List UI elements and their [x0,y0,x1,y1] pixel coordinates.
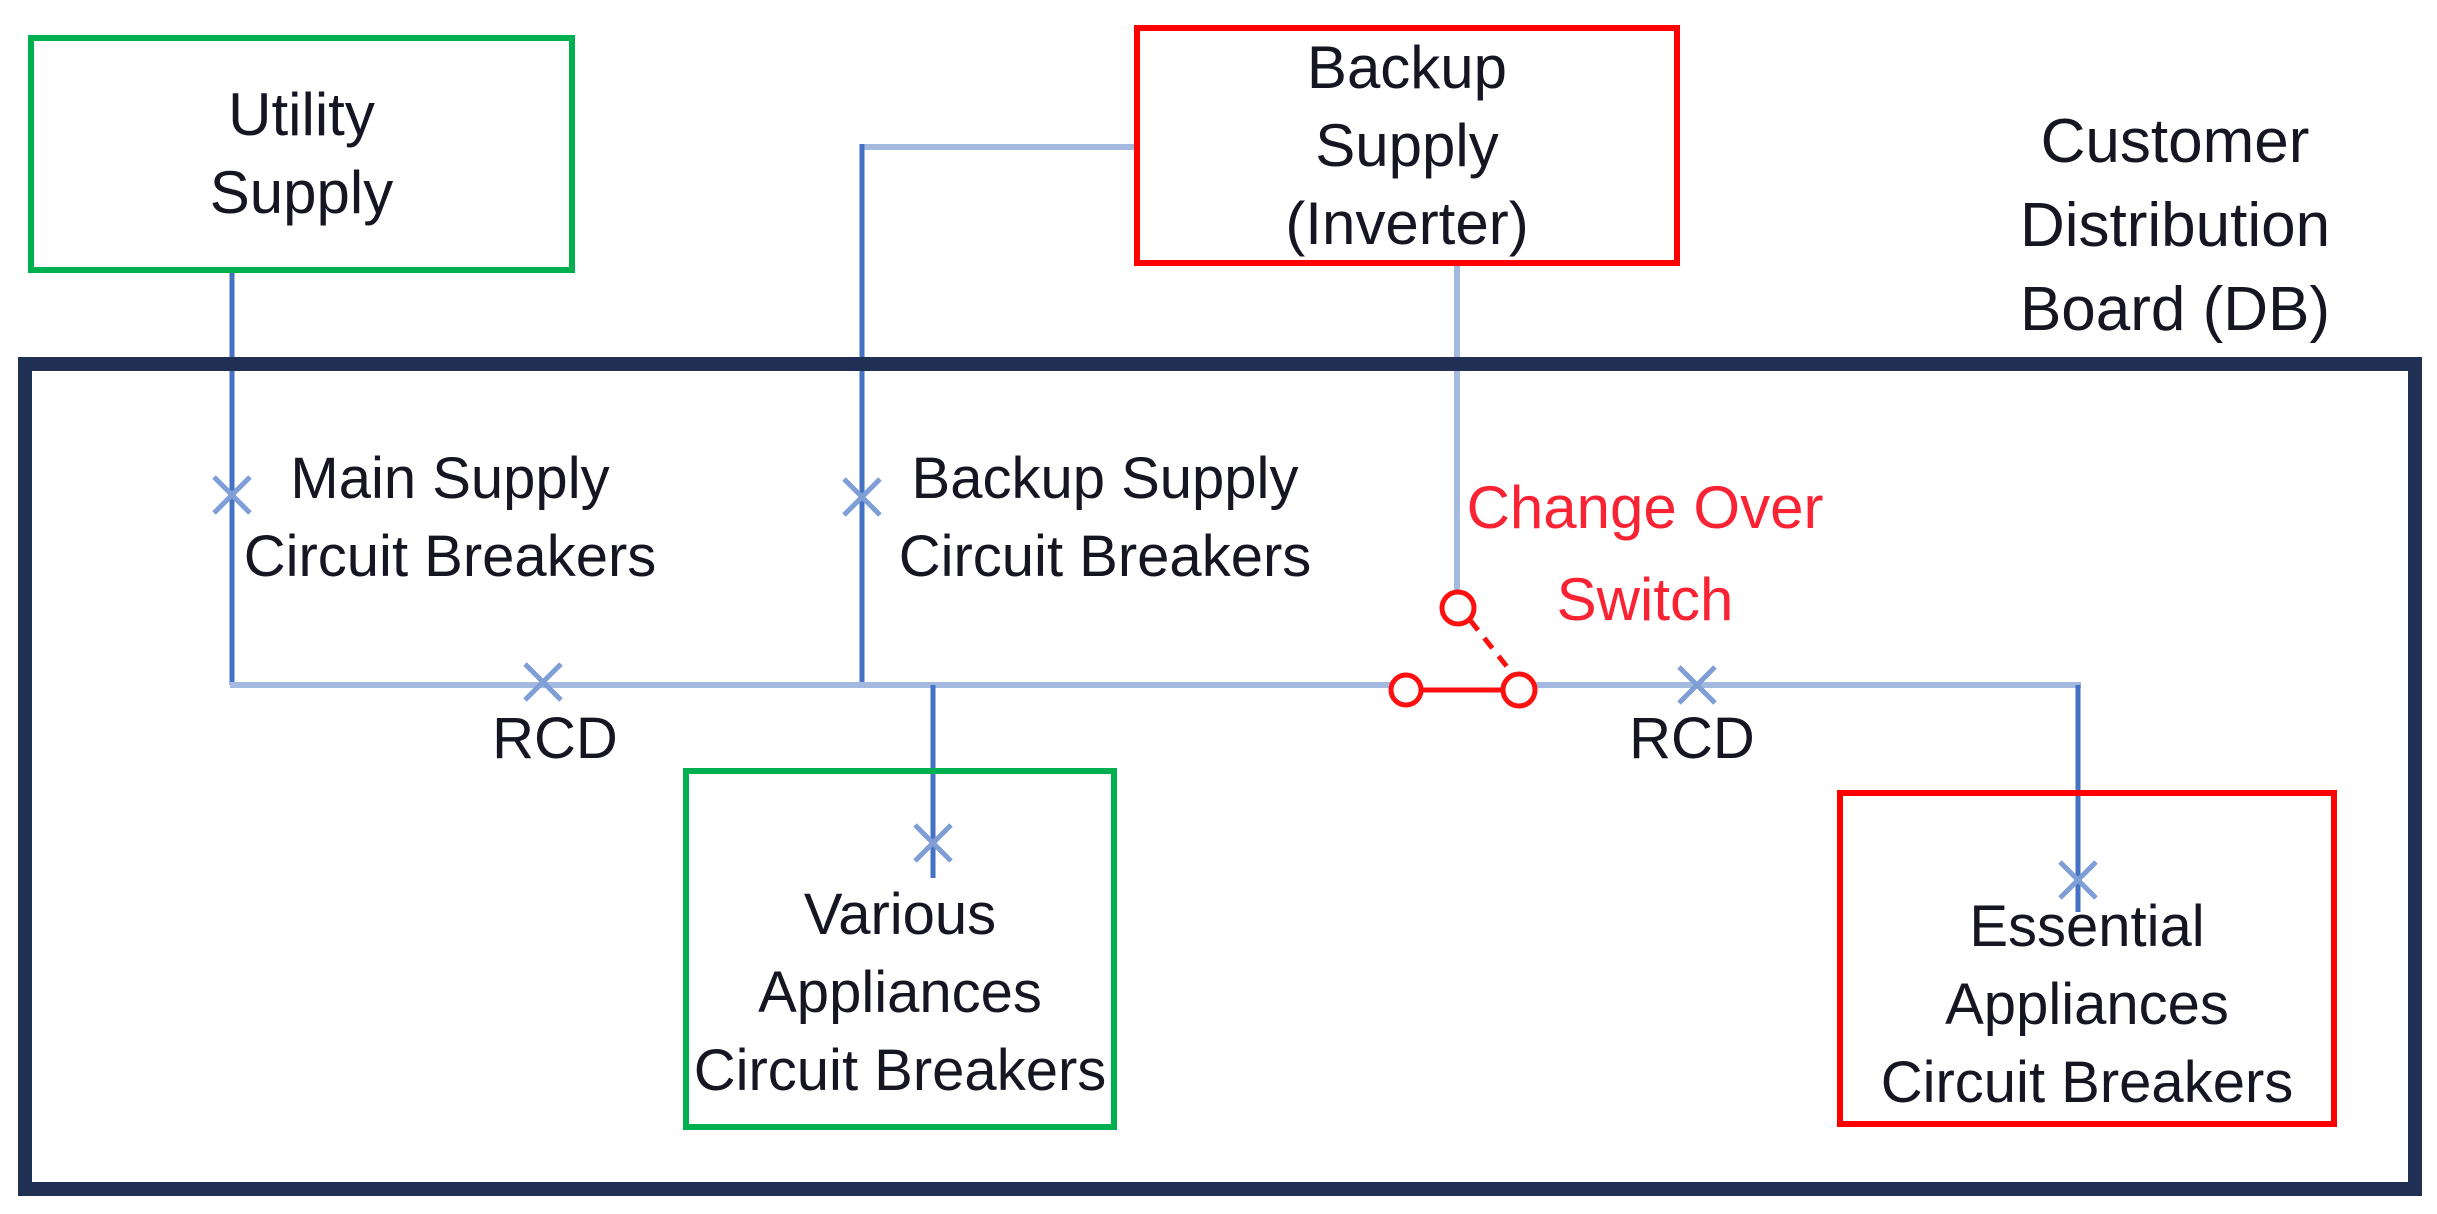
rcd-left-icon [523,662,563,702]
changeover-switch-label: Change Over Switch [1466,474,1824,633]
switch-pivot-circle [1439,589,1477,627]
rcd-right-icon [1677,665,1717,705]
rcd-right-label: RCD [1629,706,1755,771]
backup-supply-box: Backup Supply (Inverter) [1134,25,1680,266]
various-appliances-label: Various Appliances Circuit Breakers [693,882,1107,1103]
backup-breakers-label: Backup Supply Circuit Breakers [898,446,1312,589]
backup-breaker-icon [842,477,882,517]
essential-breaker-icon [2058,860,2098,900]
essential-appliances-box [1837,790,2337,1127]
rcd-left-label: RCD [492,706,618,771]
backup-supply-label: Backup Supply (Inverter) [1285,33,1529,257]
utility-supply-box: Utility Supply [28,35,575,273]
utility-supply-label: Utility Supply [209,81,394,226]
essential-appliances-label: Essential Appliances Circuit Breakers [1880,894,2294,1115]
switch-blade-dashed [1468,618,1510,670]
customer-db-title: Customer Distribution Board (DB) [2019,107,2331,344]
changeover-switch-symbol [1388,589,1538,709]
distribution-board-outline [18,357,2422,1196]
main-breakers-label: Main Supply Circuit Breakers [243,446,657,589]
various-appliances-box [683,768,1117,1130]
various-breaker-icon [913,823,953,863]
main-breaker-icon [212,475,252,515]
